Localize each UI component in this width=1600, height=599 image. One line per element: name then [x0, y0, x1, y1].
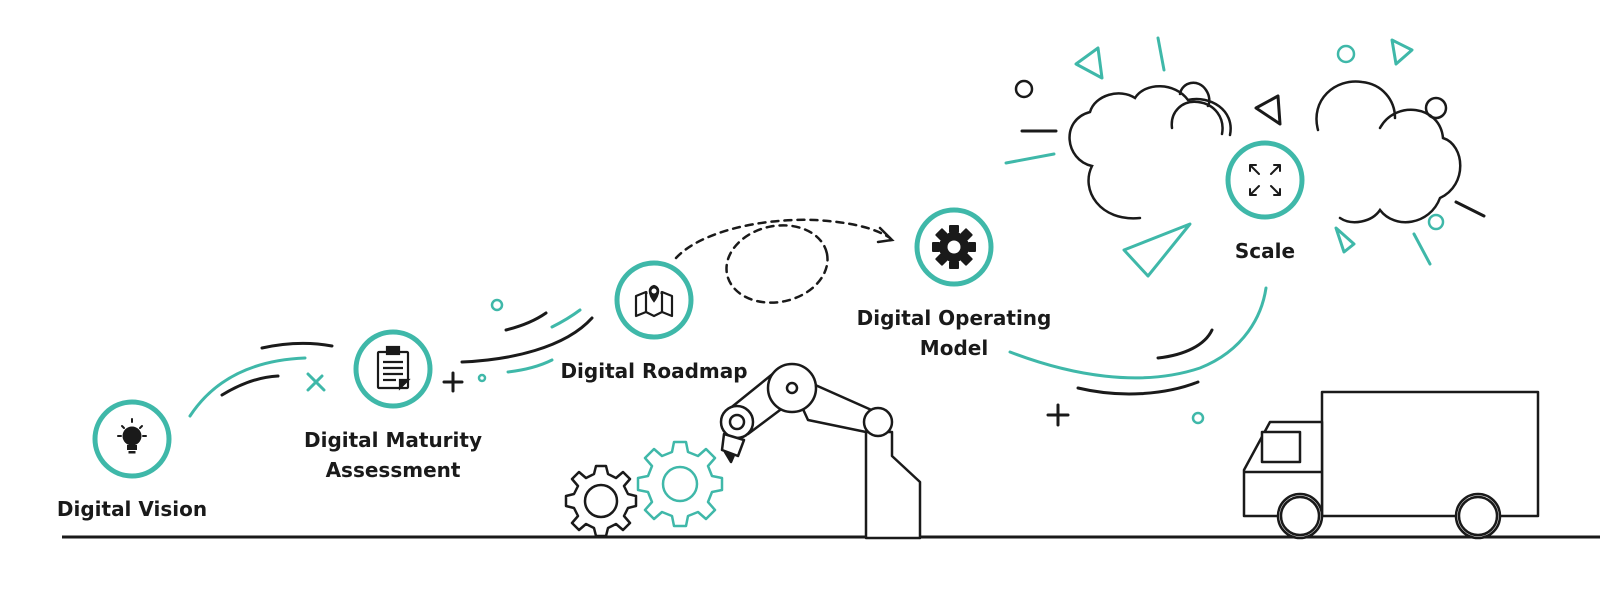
step-digital-maturity-circle [353, 329, 433, 409]
step-digital-roadmap-circle [614, 260, 694, 340]
step-scale-circle [1225, 140, 1305, 220]
robot-arm-icon [719, 362, 922, 540]
clipboard-icon [376, 345, 411, 391]
step-label-line: Digital Roadmap [560, 359, 748, 383]
expand-arrows-icon [1249, 164, 1281, 196]
gears-icon [564, 440, 724, 538]
lightbulb-icon [117, 418, 147, 454]
step-label-digital-maturity-assessment: Digital Maturity Assessment [293, 425, 493, 485]
step-label-scale: Scale [1205, 236, 1325, 266]
confetti-decoration [1004, 36, 1486, 278]
connector-roadmap-to-operating-model [674, 218, 892, 304]
step-label-line: Scale [1234, 239, 1296, 263]
connector-vision-to-maturity [188, 342, 334, 418]
step-label-line: Digital Vision [56, 497, 208, 521]
step-label-line: Model [919, 336, 989, 360]
teal-cross-mark [306, 372, 326, 392]
connector-maturity-to-roadmap [442, 298, 594, 393]
clouds-icon [1068, 80, 1462, 224]
step-label-digital-roadmap: Digital Roadmap [554, 356, 754, 386]
step-label-line: Digital Maturity [303, 428, 483, 452]
black-plus-mark [442, 371, 464, 393]
step-digital-operating-model-circle [914, 207, 994, 287]
step-label-line: Assessment [325, 458, 461, 482]
dashed-arrow-head [876, 226, 895, 244]
step-label-digital-operating-model: Digital Operating Model [844, 303, 1064, 363]
truck-icon [1242, 390, 1540, 540]
map-pin-icon [634, 283, 674, 318]
step-label-line: Digital Operating [856, 306, 1052, 330]
black-plus-mark-2 [1046, 403, 1070, 427]
step-label-digital-vision: Digital Vision [52, 494, 212, 524]
gear-icon [932, 225, 976, 269]
step-digital-vision-circle [92, 399, 172, 479]
connector-operating-model-to-scale [1008, 286, 1268, 427]
